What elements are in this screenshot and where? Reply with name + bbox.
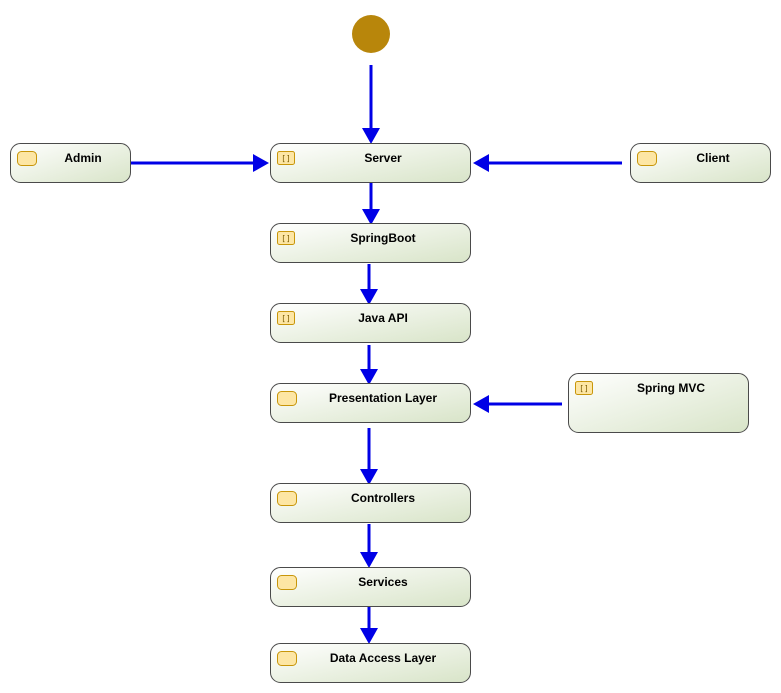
node-box[interactable]	[270, 483, 471, 523]
arrow-head	[360, 628, 378, 644]
node-server[interactable]: [] Server	[270, 143, 471, 183]
node-controllers[interactable]: Controllers	[270, 483, 471, 523]
node-services[interactable]: Services	[270, 567, 471, 607]
edge-springmvc-to-presentation	[473, 395, 562, 413]
edge-client-to-server	[473, 154, 622, 172]
node-box[interactable]	[270, 643, 471, 683]
node-label: Client	[696, 151, 729, 165]
edge-admin-to-server	[131, 154, 269, 172]
node-icon	[277, 575, 297, 590]
node-label: Admin	[64, 151, 101, 165]
node-icon	[277, 491, 297, 506]
node-icon	[637, 151, 657, 166]
start-node[interactable]	[352, 15, 390, 53]
component-icon	[277, 311, 295, 325]
component-icon	[277, 151, 295, 165]
node-label: Server	[364, 151, 402, 165]
node-springmvc[interactable]: [] Spring MVC	[568, 373, 749, 433]
node-javaapi[interactable]: [] Java API	[270, 303, 471, 343]
component-glyph: []	[579, 384, 589, 393]
component-glyph: []	[281, 154, 291, 163]
component-glyph: []	[281, 234, 291, 243]
node-box[interactable]	[270, 143, 471, 183]
node-box[interactable]	[270, 567, 471, 607]
component-glyph: []	[281, 314, 291, 323]
edge-start-to-server	[362, 65, 380, 144]
node-box[interactable]	[630, 143, 771, 183]
component-icon	[575, 381, 593, 395]
node-dataaccess[interactable]: Data Access Layer	[270, 643, 471, 683]
arrow-head	[473, 154, 489, 172]
arrow-head	[362, 209, 380, 225]
arrow-head	[473, 395, 489, 413]
edge-javaapi-to-presentation	[360, 345, 378, 385]
node-label: Presentation Layer	[329, 391, 437, 405]
node-springboot[interactable]: [] SpringBoot	[270, 223, 471, 263]
node-label: Spring MVC	[637, 381, 705, 395]
node-icon	[17, 151, 37, 166]
arrow-head	[362, 128, 380, 144]
node-box[interactable]	[270, 383, 471, 423]
arrow-head	[253, 154, 269, 172]
node-box[interactable]	[10, 143, 131, 183]
node-client[interactable]: Client	[630, 143, 771, 183]
edges-layer	[131, 65, 622, 644]
arrow-head	[360, 289, 378, 305]
node-box[interactable]	[270, 223, 471, 263]
edge-springboot-to-javaapi	[360, 264, 378, 305]
node-label: Services	[358, 575, 408, 589]
node-label: Java API	[358, 311, 408, 325]
nodes-layer: Admin [] Server Client [] SpringBoot [] Java AP…	[10, 15, 771, 683]
node-icon	[277, 391, 297, 406]
node-presentation[interactable]: Presentation Layer	[270, 383, 471, 423]
node-box[interactable]	[568, 373, 749, 433]
node-label: Data Access Layer	[330, 651, 437, 665]
node-box[interactable]	[270, 303, 471, 343]
edge-server-to-springboot	[362, 183, 380, 225]
node-label: SpringBoot	[350, 231, 415, 245]
edge-presentation-to-controllers	[360, 428, 378, 485]
node-label: Controllers	[351, 491, 415, 505]
node-admin[interactable]: Admin	[10, 143, 131, 183]
node-icon	[277, 651, 297, 666]
edge-controllers-to-services	[360, 524, 378, 568]
arrow-head	[360, 552, 378, 568]
edge-services-to-dataaccess	[360, 607, 378, 644]
arrow-head	[360, 469, 378, 485]
component-icon	[277, 231, 295, 245]
arrow-head	[360, 369, 378, 385]
